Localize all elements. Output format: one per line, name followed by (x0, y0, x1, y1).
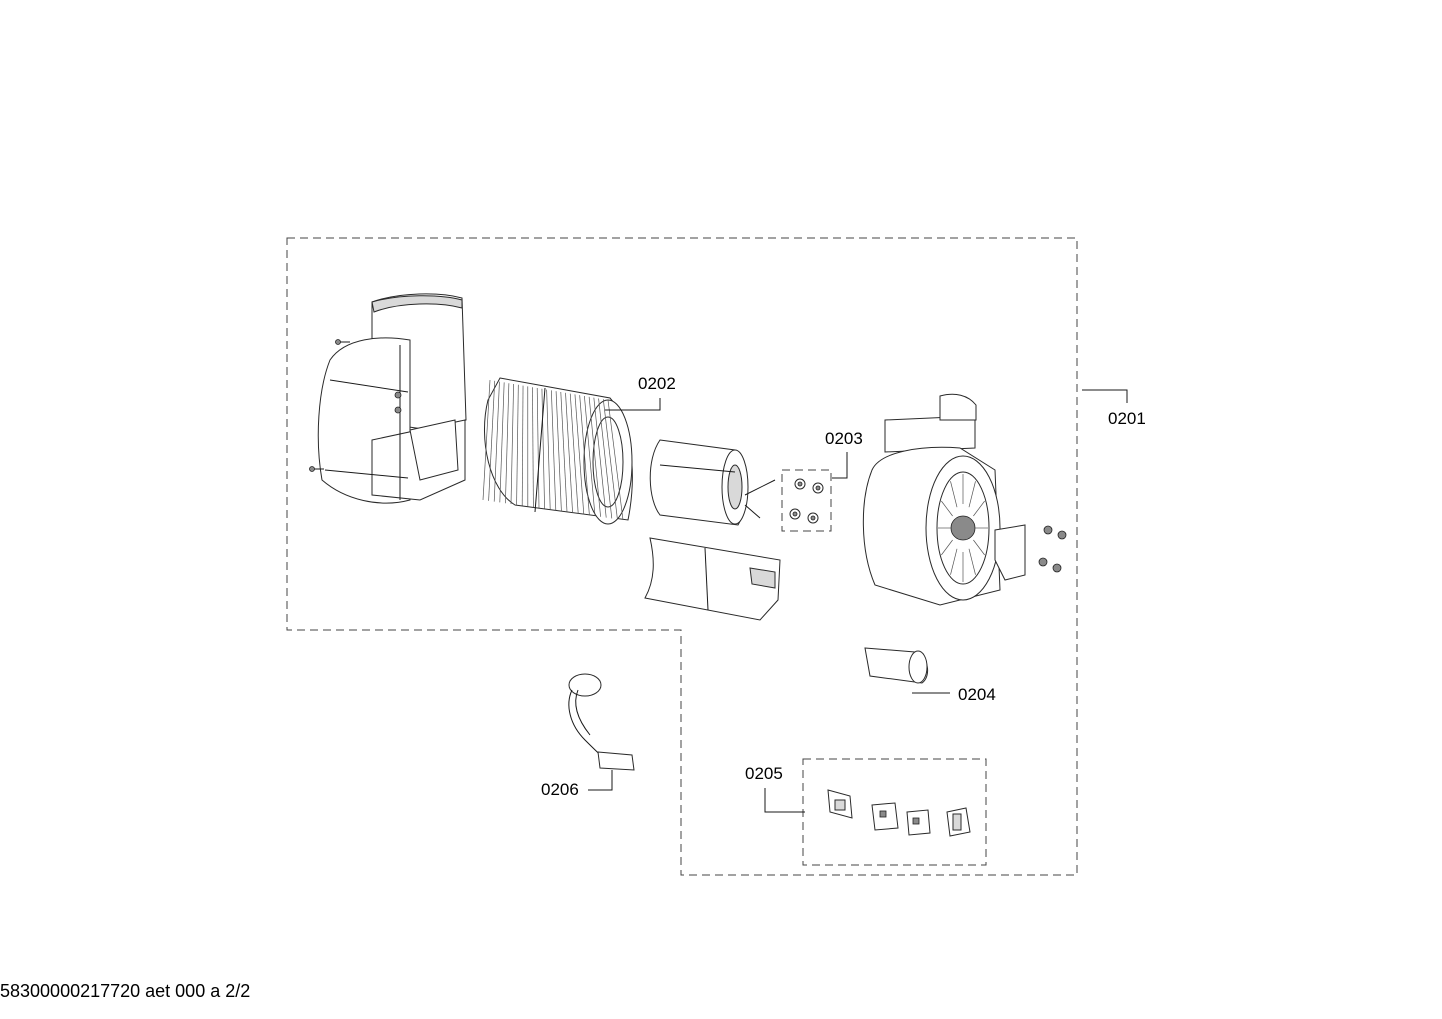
fan-housing-left (309, 293, 467, 504)
connectors-0205 (827, 789, 971, 837)
fan-impeller (482, 377, 633, 525)
callout-0204: 0204 (958, 685, 996, 704)
callout-0205: 0205 (745, 764, 783, 783)
callout-0201: 0201 (1108, 409, 1146, 428)
small-parts-0203 (789, 478, 824, 524)
fan-motor (649, 439, 776, 526)
document-id: 58300000217720 aet 000 a 2/2 (0, 981, 251, 1001)
assembly-boundary-0201 (286, 237, 1078, 876)
power-cable (568, 673, 635, 771)
capacitor (864, 647, 929, 684)
callout-0202: 0202 (638, 374, 676, 393)
callout-0206: 0206 (541, 780, 579, 799)
fan-housing-right (862, 393, 1067, 606)
leader-lines (588, 389, 1128, 813)
group-boundary-0203 (781, 469, 832, 532)
cover-plate (644, 537, 781, 621)
callout-0203: 0203 (825, 429, 863, 448)
